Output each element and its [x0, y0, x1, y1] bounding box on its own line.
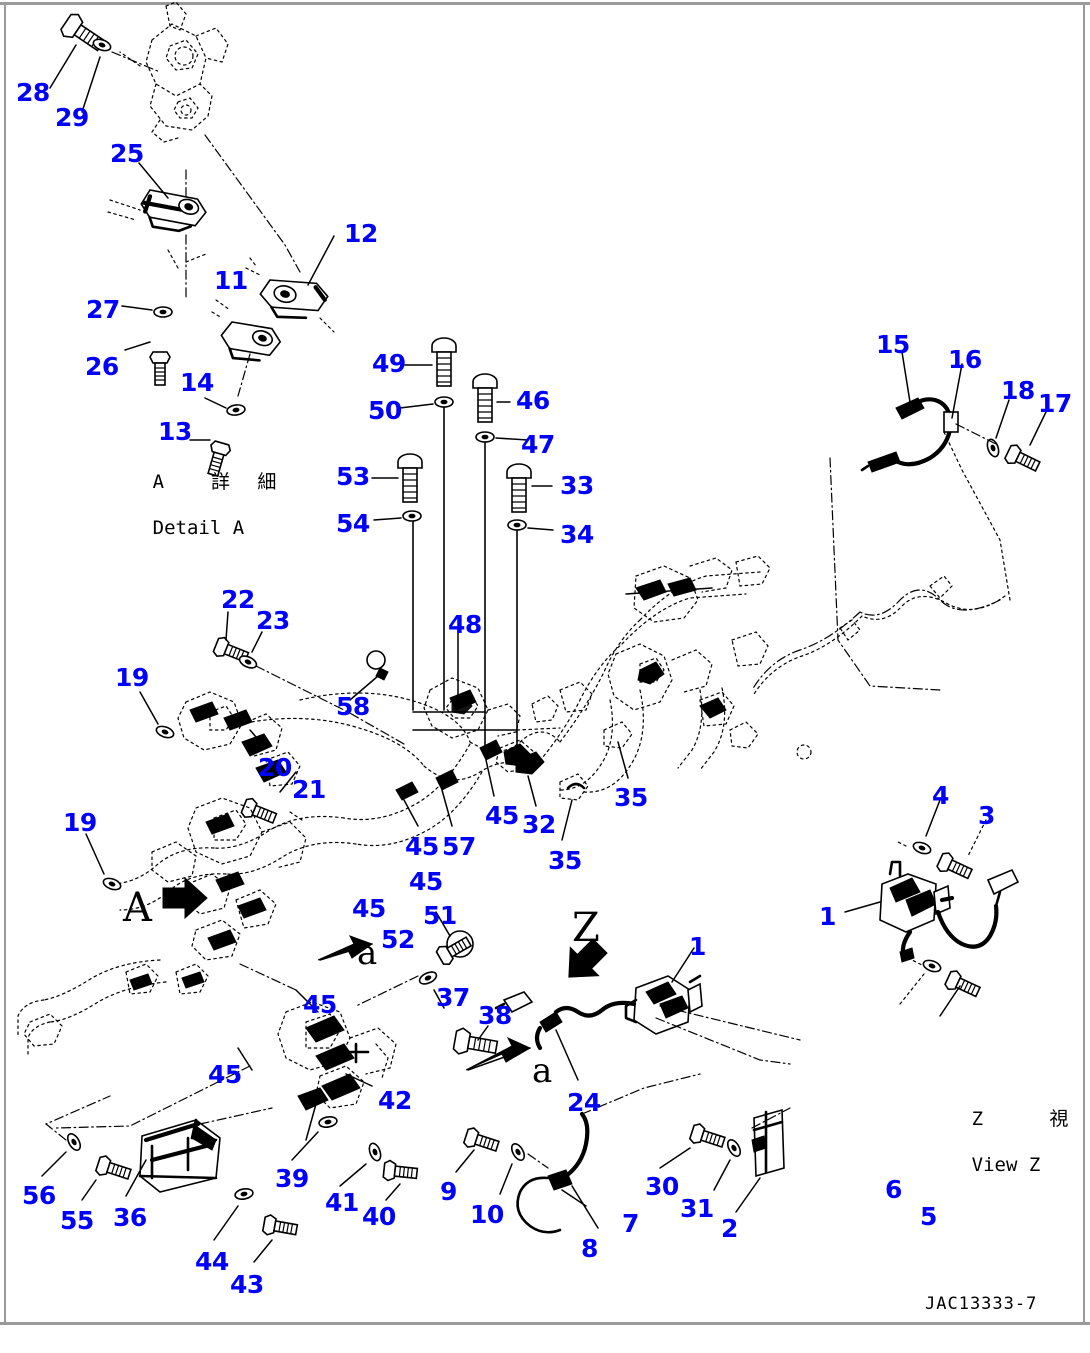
callout-7: 7 — [622, 1209, 639, 1238]
callout-24: 24 — [567, 1088, 601, 1117]
callout-45b: 45 — [405, 832, 439, 861]
view-z-label-latin: View Z — [971, 1154, 1041, 1176]
frame-border-bottom — [0, 1322, 1090, 1325]
frame-border-top — [0, 2, 1090, 5]
drawing-code: JAC13333-7 — [925, 1294, 1038, 1314]
view-z-label: Z 視 View Z — [903, 1085, 1076, 1200]
frame-border-left — [4, 2, 6, 1324]
callout-45d: 45 — [352, 894, 386, 923]
callout-1b: 1 — [689, 932, 706, 961]
callout-22: 22 — [221, 585, 255, 614]
callout-37: 37 — [436, 983, 470, 1012]
callout-53: 53 — [336, 462, 370, 491]
detail-a-label: A 詳 細 Detail A — [84, 448, 284, 563]
callout-6: 6 — [885, 1175, 902, 1204]
view-z-label-cjk: Z 視 — [971, 1108, 1077, 1130]
callout-58: 58 — [336, 692, 370, 721]
callout-8: 8 — [581, 1234, 598, 1263]
callout-16: 16 — [948, 345, 982, 374]
callout-45: 45 — [485, 801, 519, 830]
callout-43: 43 — [230, 1270, 264, 1299]
callout-14: 14 — [180, 368, 214, 397]
callout-46: 46 — [516, 386, 550, 415]
callout-40: 40 — [362, 1202, 396, 1231]
callout-27: 27 — [86, 295, 120, 324]
callout-4: 4 — [932, 781, 949, 810]
callout-45e: 45 — [303, 990, 337, 1019]
callout-13: 13 — [158, 417, 192, 446]
callout-1: 1 — [819, 902, 836, 931]
callout-19b: 19 — [63, 808, 97, 837]
callout-30: 30 — [645, 1172, 679, 1201]
callout-57: 57 — [442, 832, 476, 861]
callout-50: 50 — [368, 396, 402, 425]
callout-28: 28 — [16, 78, 50, 107]
callout-51: 51 — [423, 901, 457, 930]
callout-18: 18 — [1001, 376, 1035, 405]
callout-2: 2 — [721, 1214, 738, 1243]
callout-15: 15 — [876, 330, 910, 359]
callout-41: 41 — [325, 1188, 359, 1217]
callout-19: 19 — [115, 663, 149, 692]
callout-47: 47 — [521, 430, 555, 459]
callout-32: 32 — [522, 810, 556, 839]
callout-21: 21 — [292, 775, 326, 804]
callout-56: 56 — [22, 1181, 56, 1210]
callout-26: 26 — [85, 352, 119, 381]
section-letter-z: Z — [572, 905, 600, 951]
callout-23: 23 — [256, 606, 290, 635]
detail-letter-a-right: a — [532, 1051, 553, 1091]
callout-10: 10 — [470, 1200, 504, 1229]
callout-11: 11 — [214, 266, 248, 295]
callout-35: 35 — [614, 783, 648, 812]
callout-33: 33 — [560, 471, 594, 500]
callout-39: 39 — [275, 1164, 309, 1193]
callout-54: 54 — [336, 509, 370, 538]
callout-38: 38 — [478, 1001, 512, 1030]
detail-a-label-cjk: A 詳 細 — [152, 471, 285, 493]
callout-5: 5 — [920, 1202, 937, 1231]
callout-35b: 35 — [548, 846, 582, 875]
callout-34: 34 — [560, 520, 594, 549]
callout-48: 48 — [448, 610, 482, 639]
callout-55: 55 — [60, 1206, 94, 1235]
callout-9: 9 — [440, 1177, 457, 1206]
callout-52: 52 — [381, 925, 415, 954]
callout-17: 17 — [1038, 389, 1072, 418]
callout-29: 29 — [55, 103, 89, 132]
callout-42: 42 — [378, 1086, 412, 1115]
callout-12: 12 — [344, 219, 378, 248]
section-letter-a: A — [123, 885, 152, 931]
detail-letter-a-left: a — [357, 933, 378, 973]
frame-border-right — [1083, 2, 1085, 1324]
detail-a-label-latin: Detail A — [152, 517, 245, 539]
callout-20: 20 — [258, 753, 292, 782]
callout-31: 31 — [680, 1194, 714, 1223]
callout-44: 44 — [195, 1247, 229, 1276]
callout-36: 36 — [113, 1203, 147, 1232]
callout-49: 49 — [372, 349, 406, 378]
callout-25: 25 — [110, 139, 144, 168]
callout-3: 3 — [978, 801, 995, 830]
callout-45c: 45 — [409, 867, 443, 896]
callout-45f: 45 — [208, 1060, 242, 1089]
